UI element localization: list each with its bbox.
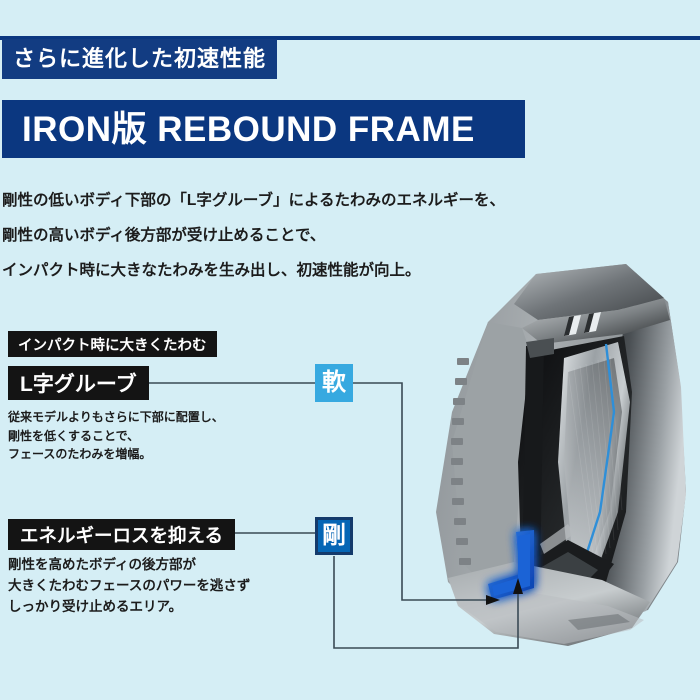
annotation-1-desc-line-1: 従来モデルよりもさらに下部に配置し、 bbox=[8, 410, 224, 424]
annotation-2-description: 剛性を高めたボディの後方部が 大きくたわむフェースのパワーを逃さず しっかり受け… bbox=[8, 555, 250, 618]
annotation-2-desc-line-2: 大きくたわむフェースのパワーを逃さず bbox=[8, 577, 251, 593]
club-channel-cap bbox=[526, 338, 554, 358]
face-accent-line bbox=[580, 343, 616, 569]
annotation-1-kicker-text: インパクト時に大きくたわむ bbox=[18, 337, 207, 354]
annotation-1-title: L字グルーブ bbox=[8, 366, 149, 400]
header-top-rule bbox=[0, 36, 700, 40]
club-facet-highlight bbox=[540, 524, 574, 554]
lead-line-2: 剛性の高いボディ後方部が受け止めることで、 bbox=[2, 227, 326, 245]
soft-marker: 軟 bbox=[315, 364, 353, 402]
annotation-1-desc-line-2: 剛性を低くすることで、 bbox=[8, 428, 140, 443]
subtitle-text: さらに進化した初速性能 bbox=[12, 46, 266, 71]
annotation-1-kicker: インパクト時に大きくたわむ bbox=[8, 331, 217, 357]
hard-marker: 剛 bbox=[315, 517, 353, 555]
club-crown-top bbox=[514, 264, 664, 320]
lead-line-1: 剛性の低いボディ下部の「L字グルーブ」によるたわみのエネルギーを、 bbox=[2, 192, 505, 209]
annotation-2-desc-line-1: 剛性を高めたボディの後方部が bbox=[8, 557, 197, 572]
annotation-1-title-text: L字グルーブ bbox=[20, 373, 137, 396]
club-blade-shade bbox=[564, 358, 622, 566]
lead-line-3: インパクト時に大きなたわみを生み出し、初速性能が向上。 bbox=[2, 262, 421, 280]
golf-iron-head-cutaway bbox=[436, 264, 686, 646]
annotation-2-title-text: エネルギーロスを抑える bbox=[20, 524, 223, 546]
club-sole-shadow bbox=[568, 614, 630, 630]
annotation-1-description: 従来モデルよりもさらに下部に配置し、 剛性を低くすることで、 フェースのたわみを… bbox=[8, 408, 224, 464]
club-channel bbox=[522, 344, 544, 586]
crown-hash-marks bbox=[564, 312, 601, 336]
annotation-2-title: エネルギーロスを抑える bbox=[8, 519, 235, 550]
annotation-2-desc-line-3: しっかり受け止めるエリア。 bbox=[8, 598, 183, 614]
soft-marker-label: 軟 bbox=[322, 369, 346, 396]
page-title: IRON版 REBOUND FRAME bbox=[22, 109, 475, 149]
annotation-1-desc-line-3: フェースのたわみを増幅。 bbox=[8, 447, 152, 462]
subtitle-badge: さらに進化した初速性能 bbox=[2, 39, 277, 79]
main-title-bar: IRON版 REBOUND FRAME bbox=[2, 100, 525, 158]
hard-marker-label: 剛 bbox=[322, 522, 346, 549]
lead-paragraph: 剛性の低いボディ下部の「L字グルーブ」によるたわみのエネルギーを、 剛性の高いボ… bbox=[2, 192, 522, 297]
